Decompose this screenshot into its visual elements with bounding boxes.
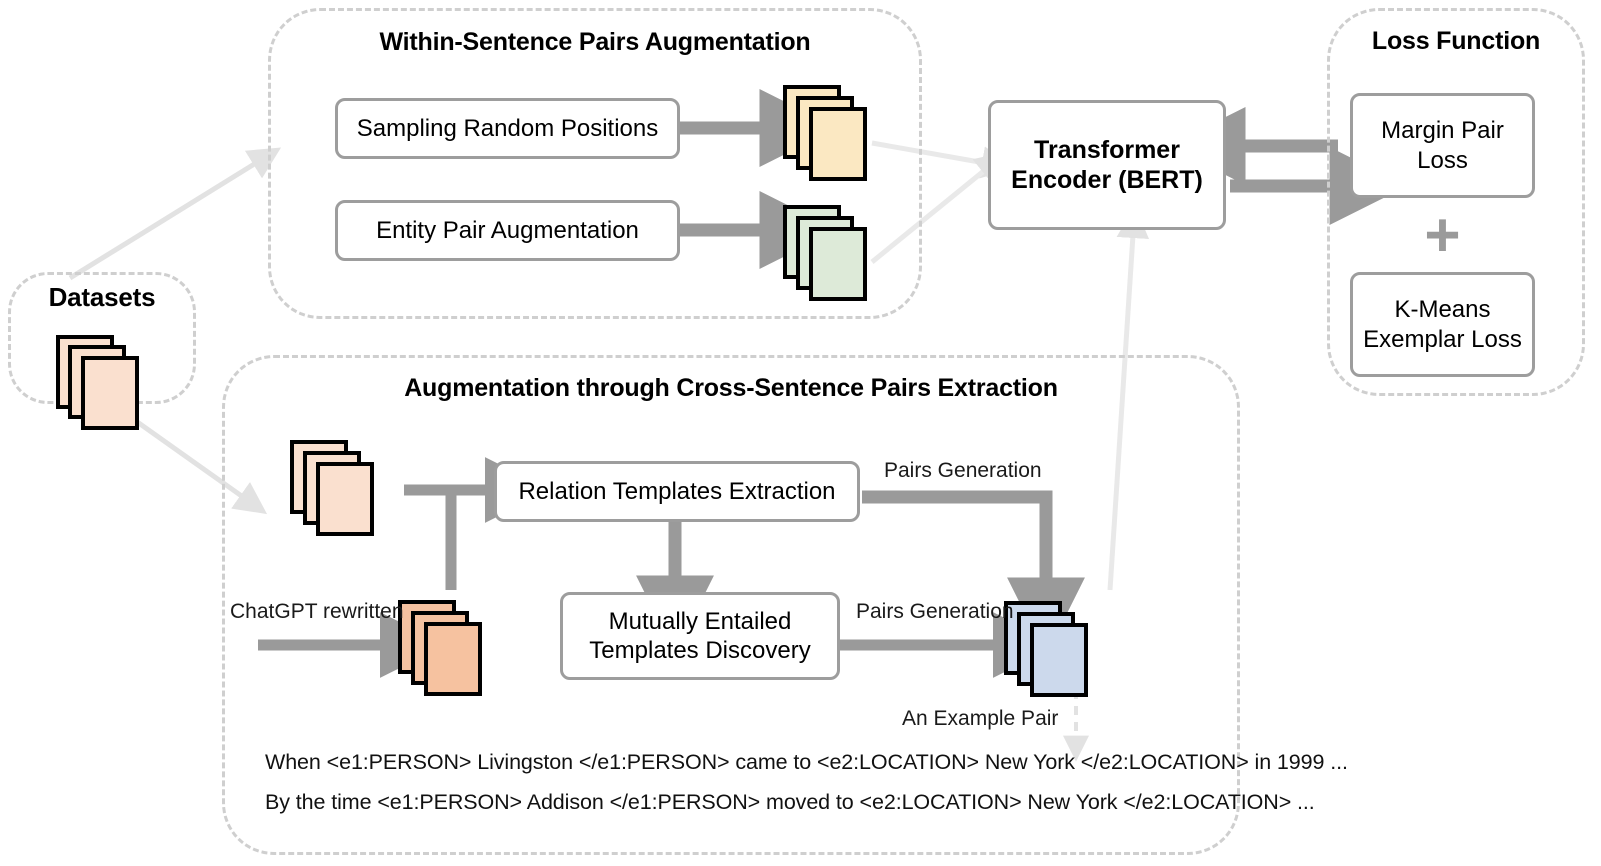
box-relation-templates-extraction[interactable]: Relation Templates Extraction xyxy=(494,461,860,522)
margin-pair-loss-line-1: Margin Pair xyxy=(1381,117,1504,145)
stack-sheet-front xyxy=(809,227,867,301)
document-stack-generated-pairs xyxy=(1004,601,1104,711)
stack-sheet-front xyxy=(316,462,374,536)
panel-within-sentence xyxy=(268,8,922,319)
kmeans-exemplar-loss-line-2: Exemplar Loss xyxy=(1363,325,1522,353)
mutually-entailed-line-2: Templates Discovery xyxy=(589,637,811,664)
stack-sheet-front xyxy=(809,107,867,181)
example-sentence-2: By the time <e1:PERSON> Addison </e1:PER… xyxy=(265,790,1315,814)
panel-cross-sentence xyxy=(222,355,1240,855)
stack-sheet-front xyxy=(424,622,482,696)
panel-loss-function-title: Loss Function xyxy=(1371,27,1541,55)
box-sampling-random-positions[interactable]: Sampling Random Positions xyxy=(335,98,680,159)
transformer-encoder-line-1: Transformer xyxy=(1034,135,1180,164)
box-margin-pair-loss[interactable]: Margin Pair Loss xyxy=(1350,93,1535,198)
label-pairs-generation-top: Pairs Generation xyxy=(884,459,1042,482)
box-entity-pair-augmentation[interactable]: Entity Pair Augmentation xyxy=(335,200,680,261)
panel-within-sentence-title: Within-Sentence Pairs Augmentation xyxy=(379,28,811,56)
panel-cross-sentence-title: Augmentation through Cross-Sentence Pair… xyxy=(404,374,1058,402)
mutually-entailed-line-1: Mutually Entailed xyxy=(608,607,792,635)
document-stack-yellow xyxy=(783,85,883,195)
edge-datasets-to-within xyxy=(68,147,282,281)
label-an-example-pair: An Example Pair xyxy=(902,707,1059,730)
document-stack-cross-input xyxy=(290,440,390,550)
margin-pair-loss-line-2: Loss xyxy=(1417,146,1468,174)
document-stack-datasets xyxy=(56,335,146,435)
stack-sheet-front xyxy=(1030,623,1088,697)
document-stack-chatgpt-rewritten xyxy=(398,600,498,710)
stack-sheet-front xyxy=(81,356,139,430)
kmeans-exemplar-loss-line-1: K-Means xyxy=(1394,296,1491,324)
label-pairs-generation-bottom: Pairs Generation xyxy=(856,600,1014,623)
box-transformer-encoder[interactable]: Transformer Encoder (BERT) xyxy=(988,100,1226,230)
panel-loss-function xyxy=(1327,8,1585,396)
panel-datasets-title: Datasets xyxy=(48,282,156,312)
box-kmeans-exemplar-loss[interactable]: K-Means Exemplar Loss xyxy=(1350,272,1535,377)
example-sentence-1: When <e1:PERSON> Livingston </e1:PERSON>… xyxy=(265,750,1348,774)
transformer-encoder-line-2: Encoder (BERT) xyxy=(1011,166,1203,194)
document-stack-green xyxy=(783,205,883,315)
label-chatgpt-rewritten: ChatGPT rewritten xyxy=(230,600,404,623)
plus-icon: + xyxy=(1424,201,1461,270)
box-mutually-entailed-templates-discovery[interactable]: Mutually Entailed Templates Discovery xyxy=(560,592,840,680)
